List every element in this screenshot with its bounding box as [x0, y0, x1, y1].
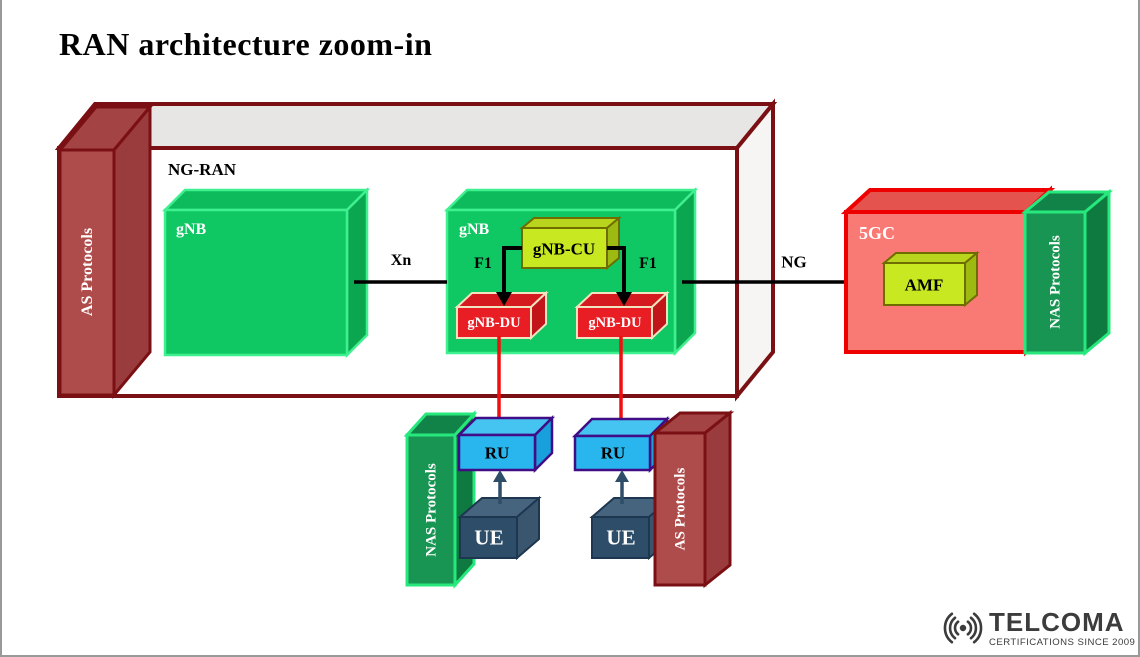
nas-protocols-bottom-left-label: NAS Protocols [423, 463, 440, 557]
front-face [521, 227, 608, 269]
side-face [112, 102, 152, 400]
as-protocols-top-left-slab [56, 102, 154, 400]
side-face [606, 215, 620, 271]
gnb1-box [161, 186, 371, 359]
as-protocols-top-left-label: AS Protocols [79, 227, 96, 317]
logo-name: TELCOMA [989, 606, 1125, 637]
side-face [964, 250, 978, 308]
f1-right-label: F1 [639, 255, 657, 272]
gnb-du-left-label: gNB-DU [467, 314, 521, 331]
arrow-head [493, 470, 507, 482]
front-face [653, 431, 707, 587]
as-protocols-bottom-right-slab [650, 409, 735, 589]
arrow-shaft [502, 246, 522, 293]
arrow-head [496, 292, 512, 306]
5gc-label: 5GC [859, 223, 895, 243]
front-face [58, 148, 116, 397]
top-face [519, 217, 622, 229]
ng-ran-label: NG-RAN [168, 160, 236, 179]
nas-protocols-core-label: NAS Protocols [1047, 235, 1064, 329]
ru-left-box [455, 414, 556, 474]
top-face [161, 188, 371, 212]
top-face [443, 188, 699, 212]
side-face [735, 98, 775, 402]
side-face [1083, 188, 1111, 357]
amf-box [881, 250, 980, 308]
front-face [456, 306, 532, 339]
front-face [1023, 210, 1087, 355]
top-face [840, 188, 1056, 214]
f1-arrow-right [607, 246, 632, 306]
ru-left-label: RU [484, 443, 510, 463]
ue-left-box [457, 495, 542, 561]
telcoma-logo: TELCOMA CERTIFICATIONS SINCE 2009 [940, 608, 1135, 648]
arrow-shaft [607, 246, 626, 293]
gnb-cu-box [519, 215, 622, 271]
gnb-cu-label: gNB-CU [532, 239, 596, 259]
as-protocols-bottom-right-label: AS Protocols [672, 467, 689, 551]
arrow-head [615, 470, 629, 482]
arrow-head [616, 292, 632, 306]
side-face [673, 186, 697, 357]
side-face [345, 186, 369, 359]
f1-left-label: F1 [474, 255, 492, 272]
front-face [459, 516, 518, 559]
ue-ru-arrow-right [615, 470, 629, 504]
xn-label: Xn [390, 252, 412, 269]
f1-arrow-left [496, 246, 522, 306]
ue-ru-arrow-left [493, 470, 507, 504]
ue-right-label: UE [606, 525, 636, 550]
front-face [591, 516, 650, 559]
ng-label: NG [781, 252, 807, 272]
top-face [881, 252, 980, 264]
front-face [573, 434, 652, 472]
front-face [576, 306, 653, 339]
ru-right-label: RU [600, 443, 626, 463]
ue-left-label: UE [474, 525, 504, 550]
gnb2-label: gNB [459, 221, 490, 238]
top-face [54, 102, 778, 150]
front-face [405, 433, 457, 587]
front-face [457, 433, 537, 472]
gnb-du-right-label: gNB-DU [588, 314, 642, 331]
logo-tagline: CERTIFICATIONS SINCE 2009 [989, 636, 1136, 648]
front-face [883, 262, 966, 306]
side-face [703, 409, 732, 589]
amf-label: AMF [904, 275, 944, 295]
nas-protocols-core-slab [1020, 188, 1114, 357]
diagram-title: RAN architecture zoom-in [59, 26, 433, 62]
radio-waves-icon [943, 612, 983, 644]
front-face [163, 208, 349, 357]
gnb1-label: gNB [176, 221, 207, 238]
